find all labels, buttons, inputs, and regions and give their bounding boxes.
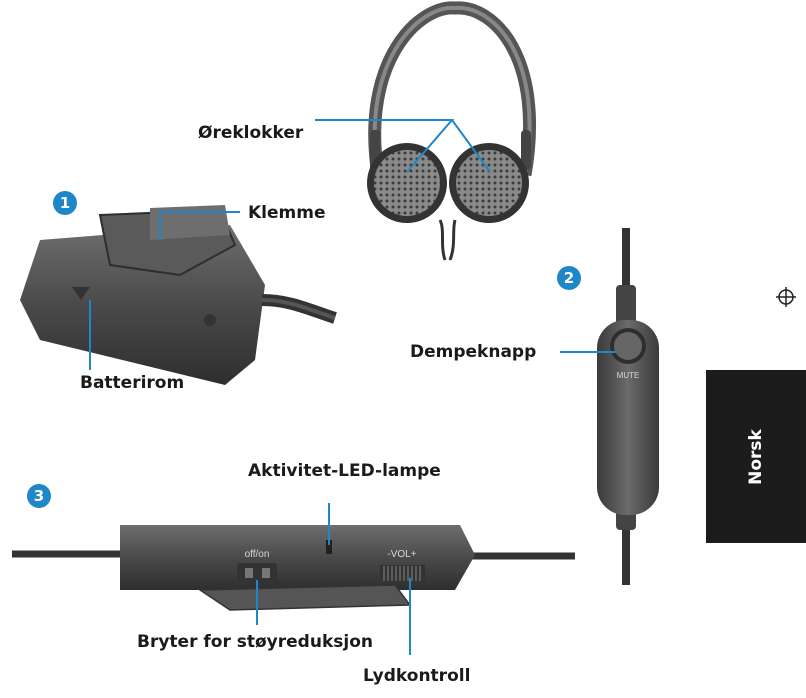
crosshair-circle-icon xyxy=(776,287,796,307)
step-badge-2: 2 xyxy=(557,266,581,290)
language-tab: Norsk xyxy=(706,370,806,543)
mute-device-label: MUTE xyxy=(617,371,640,380)
step-badge-3: 3 xyxy=(27,484,51,508)
clip-label: Klemme xyxy=(248,203,326,223)
earcups-label: Øreklokker xyxy=(198,123,304,143)
headphones-illustration xyxy=(367,1,536,261)
step-badge-1: 1 xyxy=(53,191,77,215)
inline-control-illustration: off/on -VOL+ xyxy=(12,525,575,611)
battery-box-illustration xyxy=(20,205,337,385)
offon-device-label: off/on xyxy=(245,549,270,560)
mute-button-label: Dempeknapp xyxy=(410,342,537,362)
language-tab-label: Norsk xyxy=(746,428,766,485)
vol-device-label: -VOL+ xyxy=(387,549,416,560)
led-label: Aktivitet-LED-lampe xyxy=(248,461,441,481)
mute-remote-illustration: MUTE xyxy=(597,228,659,585)
leader-lines xyxy=(89,119,617,655)
noise-switch-label: Bryter for støyreduksjon xyxy=(137,632,373,652)
volume-label: Lydkontroll xyxy=(363,666,471,686)
battery-label: Batterirom xyxy=(80,373,185,393)
